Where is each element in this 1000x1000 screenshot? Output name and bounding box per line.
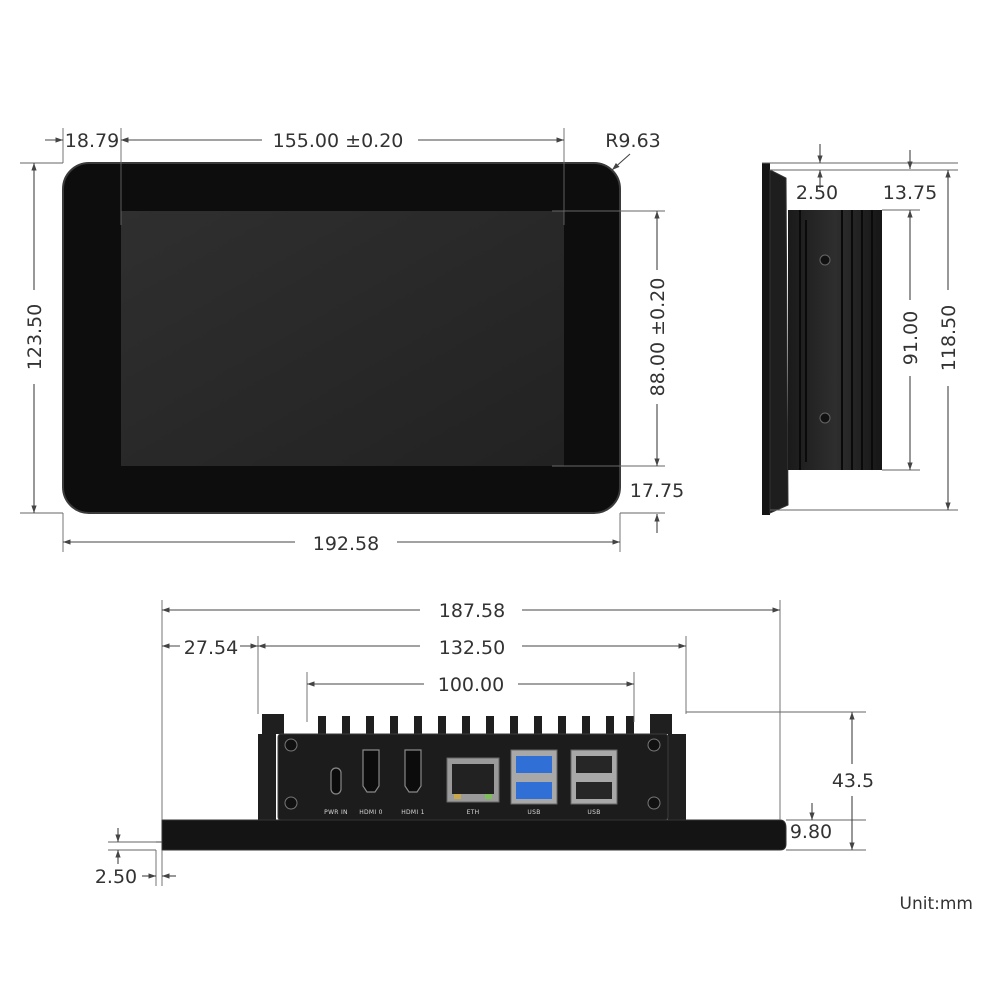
dim-total-width: 192.58 [313,533,379,555]
side-panel-plate [762,163,770,515]
dim-corner-radius: R9.63 [605,130,661,152]
dim-bezel-left: 18.79 [65,130,119,152]
side-heatsink [788,210,882,470]
side-view: 2.50 13.75 91.00 118.50 [762,144,960,515]
side-screw-top [819,254,831,266]
dim-active-height: 88.00 ±0.20 [647,278,669,397]
dim-side-heatsink-height: 91.00 [900,311,922,365]
bottom-screw-bl [284,796,298,810]
display-active-area [121,211,564,466]
dim-active-width: 155.00 ±0.20 [273,130,404,152]
dim-total-height: 123.50 [24,304,46,370]
label-hdmi1: HDMI 1 [401,809,425,816]
dim-side-depth: 13.75 [883,182,937,204]
bottom-view: PWR IN HDMI 0 HDMI 1 ETH USB USB [95,600,874,888]
hdmi1-port [404,749,422,793]
label-hdmi0: HDMI 0 [359,809,383,816]
dim-side-panel-thickness: 2.50 [796,182,838,204]
label-usb-a: USB [527,809,540,816]
dim-bottom-case-width: 132.50 [439,637,505,659]
hdmi0-port [362,749,380,793]
dim-bottom-panel-offset: 9.80 [790,821,832,843]
label-usb-b: USB [587,809,600,816]
bottom-heatsink-fins [258,714,686,820]
side-heatsink-fins [799,210,873,470]
unit-label: Unit:mm [900,894,973,914]
dim-bottom-offset-left: 27.54 [184,637,238,659]
bottom-screw-tr [647,738,661,752]
usb-c-port [330,767,342,795]
bottom-screw-br [647,796,661,810]
dim-bottom-hole-pitch: 100.00 [438,674,504,696]
dim-bottom-total-width: 187.58 [439,600,505,622]
dim-side-total-height: 118.50 [938,305,960,371]
front-view: 18.79 155.00 ±0.20 R9.63 123.50 88.00 ±0… [20,128,684,555]
dim-bottom-case-depth: 43.5 [832,770,874,792]
bottom-screw-tl [284,738,298,752]
label-eth: ETH [467,809,480,816]
side-bezel-body [769,169,789,514]
dim-bottom-panel-thickness: 2.50 [95,866,137,888]
bottom-display-panel [161,819,787,851]
label-pwr-in: PWR IN [324,809,348,816]
side-screw-bottom [819,412,831,424]
dim-bezel-bottom: 17.75 [630,480,684,502]
